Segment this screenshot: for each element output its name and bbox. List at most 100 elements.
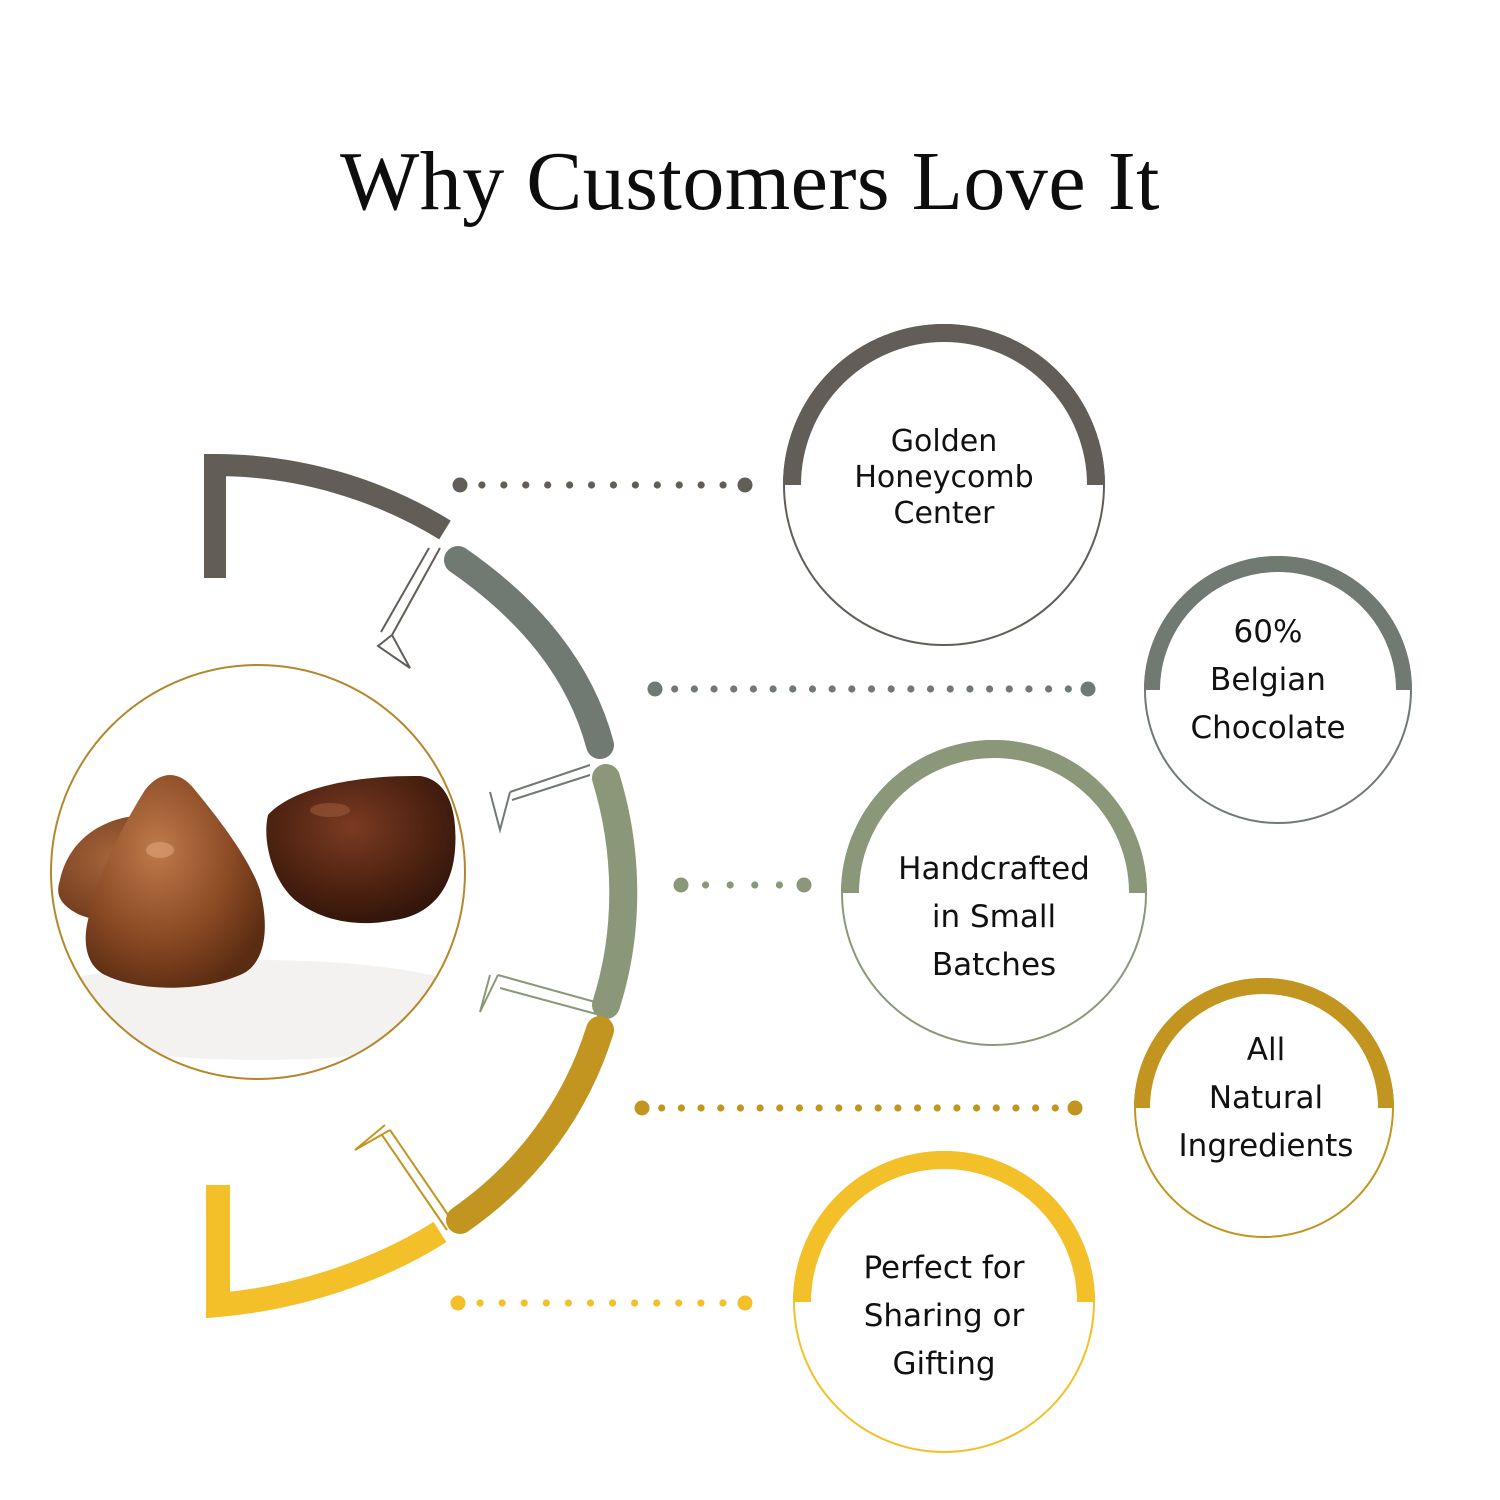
connector-dot [566, 481, 574, 489]
connector-end-dot [647, 681, 663, 697]
feature-circle-3 [841, 740, 1147, 1046]
connector-end-dot [450, 1295, 466, 1311]
connector-dot [730, 685, 738, 693]
connector-dot [992, 1104, 1000, 1112]
connector-dot [867, 685, 876, 693]
arrow-3-icon [479, 974, 607, 1016]
connector-dot [476, 1299, 484, 1307]
connector-dot [586, 1299, 595, 1307]
arrow-2-icon [489, 764, 591, 834]
connector-dot [544, 481, 552, 489]
connector-end-dot [673, 877, 689, 893]
connector-dot [564, 1299, 572, 1307]
feature-label-honeycomb: Golden Honeycomb Center [854, 424, 1034, 531]
connector-dot [966, 685, 974, 693]
connector-end-dot [1067, 1100, 1083, 1116]
connector-dot [726, 881, 734, 889]
connector-dot [808, 685, 817, 693]
connector-end-dot [452, 477, 468, 493]
dotted-connectors [450, 477, 1096, 1311]
connector-dot [756, 1104, 764, 1112]
connector-dot [719, 481, 727, 489]
page-title: Why Customers Love It [339, 135, 1161, 228]
connector-dot [522, 481, 530, 489]
connector-dot [608, 1299, 617, 1307]
pointer-arrows [354, 547, 607, 1231]
connector-dot [913, 1104, 922, 1112]
connector-dot [854, 1104, 863, 1112]
connector-dot [498, 1299, 506, 1307]
feature-label-belgian-chocolate: 60% Belgian Chocolate [1190, 613, 1346, 747]
connector-dot [751, 881, 759, 889]
connector-dot [675, 481, 683, 489]
connector-dot [587, 481, 596, 489]
feature-circle-1 [783, 324, 1105, 646]
connector-dot [653, 481, 661, 489]
connector-dot [894, 1104, 902, 1112]
arc-segment-2 [444, 546, 614, 759]
connector-dot [926, 685, 935, 693]
connector-dot [933, 1104, 941, 1112]
connector-dot [710, 685, 718, 693]
connector-dot [478, 481, 486, 489]
connector-dot [690, 685, 698, 693]
connector-dot [653, 1299, 661, 1307]
connector-dot [736, 1104, 745, 1112]
chocolate-image [51, 775, 465, 1060]
connector-dot [775, 881, 784, 889]
connector-4 [634, 1100, 1083, 1116]
connector-end-dot [737, 477, 753, 493]
connector-dot [697, 481, 705, 489]
feature-circle-4 [1134, 978, 1394, 1238]
connector-dot [671, 685, 679, 693]
feature-label-handcrafted: Handcrafted in Small Batches [898, 850, 1090, 984]
connector-end-dot [737, 1295, 753, 1311]
connector-dot [907, 685, 915, 693]
feature-circle-2 [1144, 556, 1412, 824]
connector-dot [717, 1104, 725, 1112]
connector-dot [835, 1104, 843, 1112]
feature-label-natural-ingredients: All Natural Ingredients [1178, 1031, 1354, 1165]
connector-end-dot [634, 1100, 650, 1116]
connector-dot [677, 1104, 685, 1112]
arc-segment-3 [592, 764, 638, 1019]
connector-3 [673, 877, 812, 893]
connector-end-dot [796, 877, 812, 893]
connector-dot [697, 1104, 705, 1112]
connector-dot [828, 685, 836, 693]
connector-dot [631, 1299, 639, 1307]
connector-dot [658, 1104, 666, 1112]
connector-dot [1012, 1104, 1020, 1112]
connector-dot [1005, 685, 1013, 693]
connector-dot [848, 685, 856, 693]
connector-end-dot [1080, 681, 1096, 697]
connector-dot [985, 685, 994, 693]
arrow-4-icon [354, 1124, 456, 1231]
chocolate-piece-front [85, 775, 265, 988]
connector-dot [874, 1104, 882, 1112]
connector-dot [972, 1104, 981, 1112]
connector-dot [520, 1299, 528, 1307]
arrow-1-icon [376, 547, 441, 669]
connector-dot [631, 481, 639, 489]
feature-circle-5 [793, 1151, 1095, 1453]
connector-dot [1051, 1104, 1059, 1112]
connector-dot [769, 685, 777, 693]
connector-dot [815, 1104, 823, 1112]
connector-dot [1032, 1104, 1040, 1112]
segmented-arc [204, 453, 638, 1319]
connector-dot [719, 1299, 727, 1307]
connector-dot [776, 1104, 784, 1112]
connector-dot [542, 1299, 550, 1307]
connector-dot [1045, 685, 1053, 693]
feature-circles [783, 324, 1412, 1453]
connector-dot [789, 685, 797, 693]
connector-dot [749, 685, 758, 693]
connector-dot [697, 1299, 705, 1307]
connector-dot [609, 481, 618, 489]
connector-dot [953, 1104, 961, 1112]
connector-dot [702, 881, 710, 889]
connector-1 [452, 477, 753, 493]
